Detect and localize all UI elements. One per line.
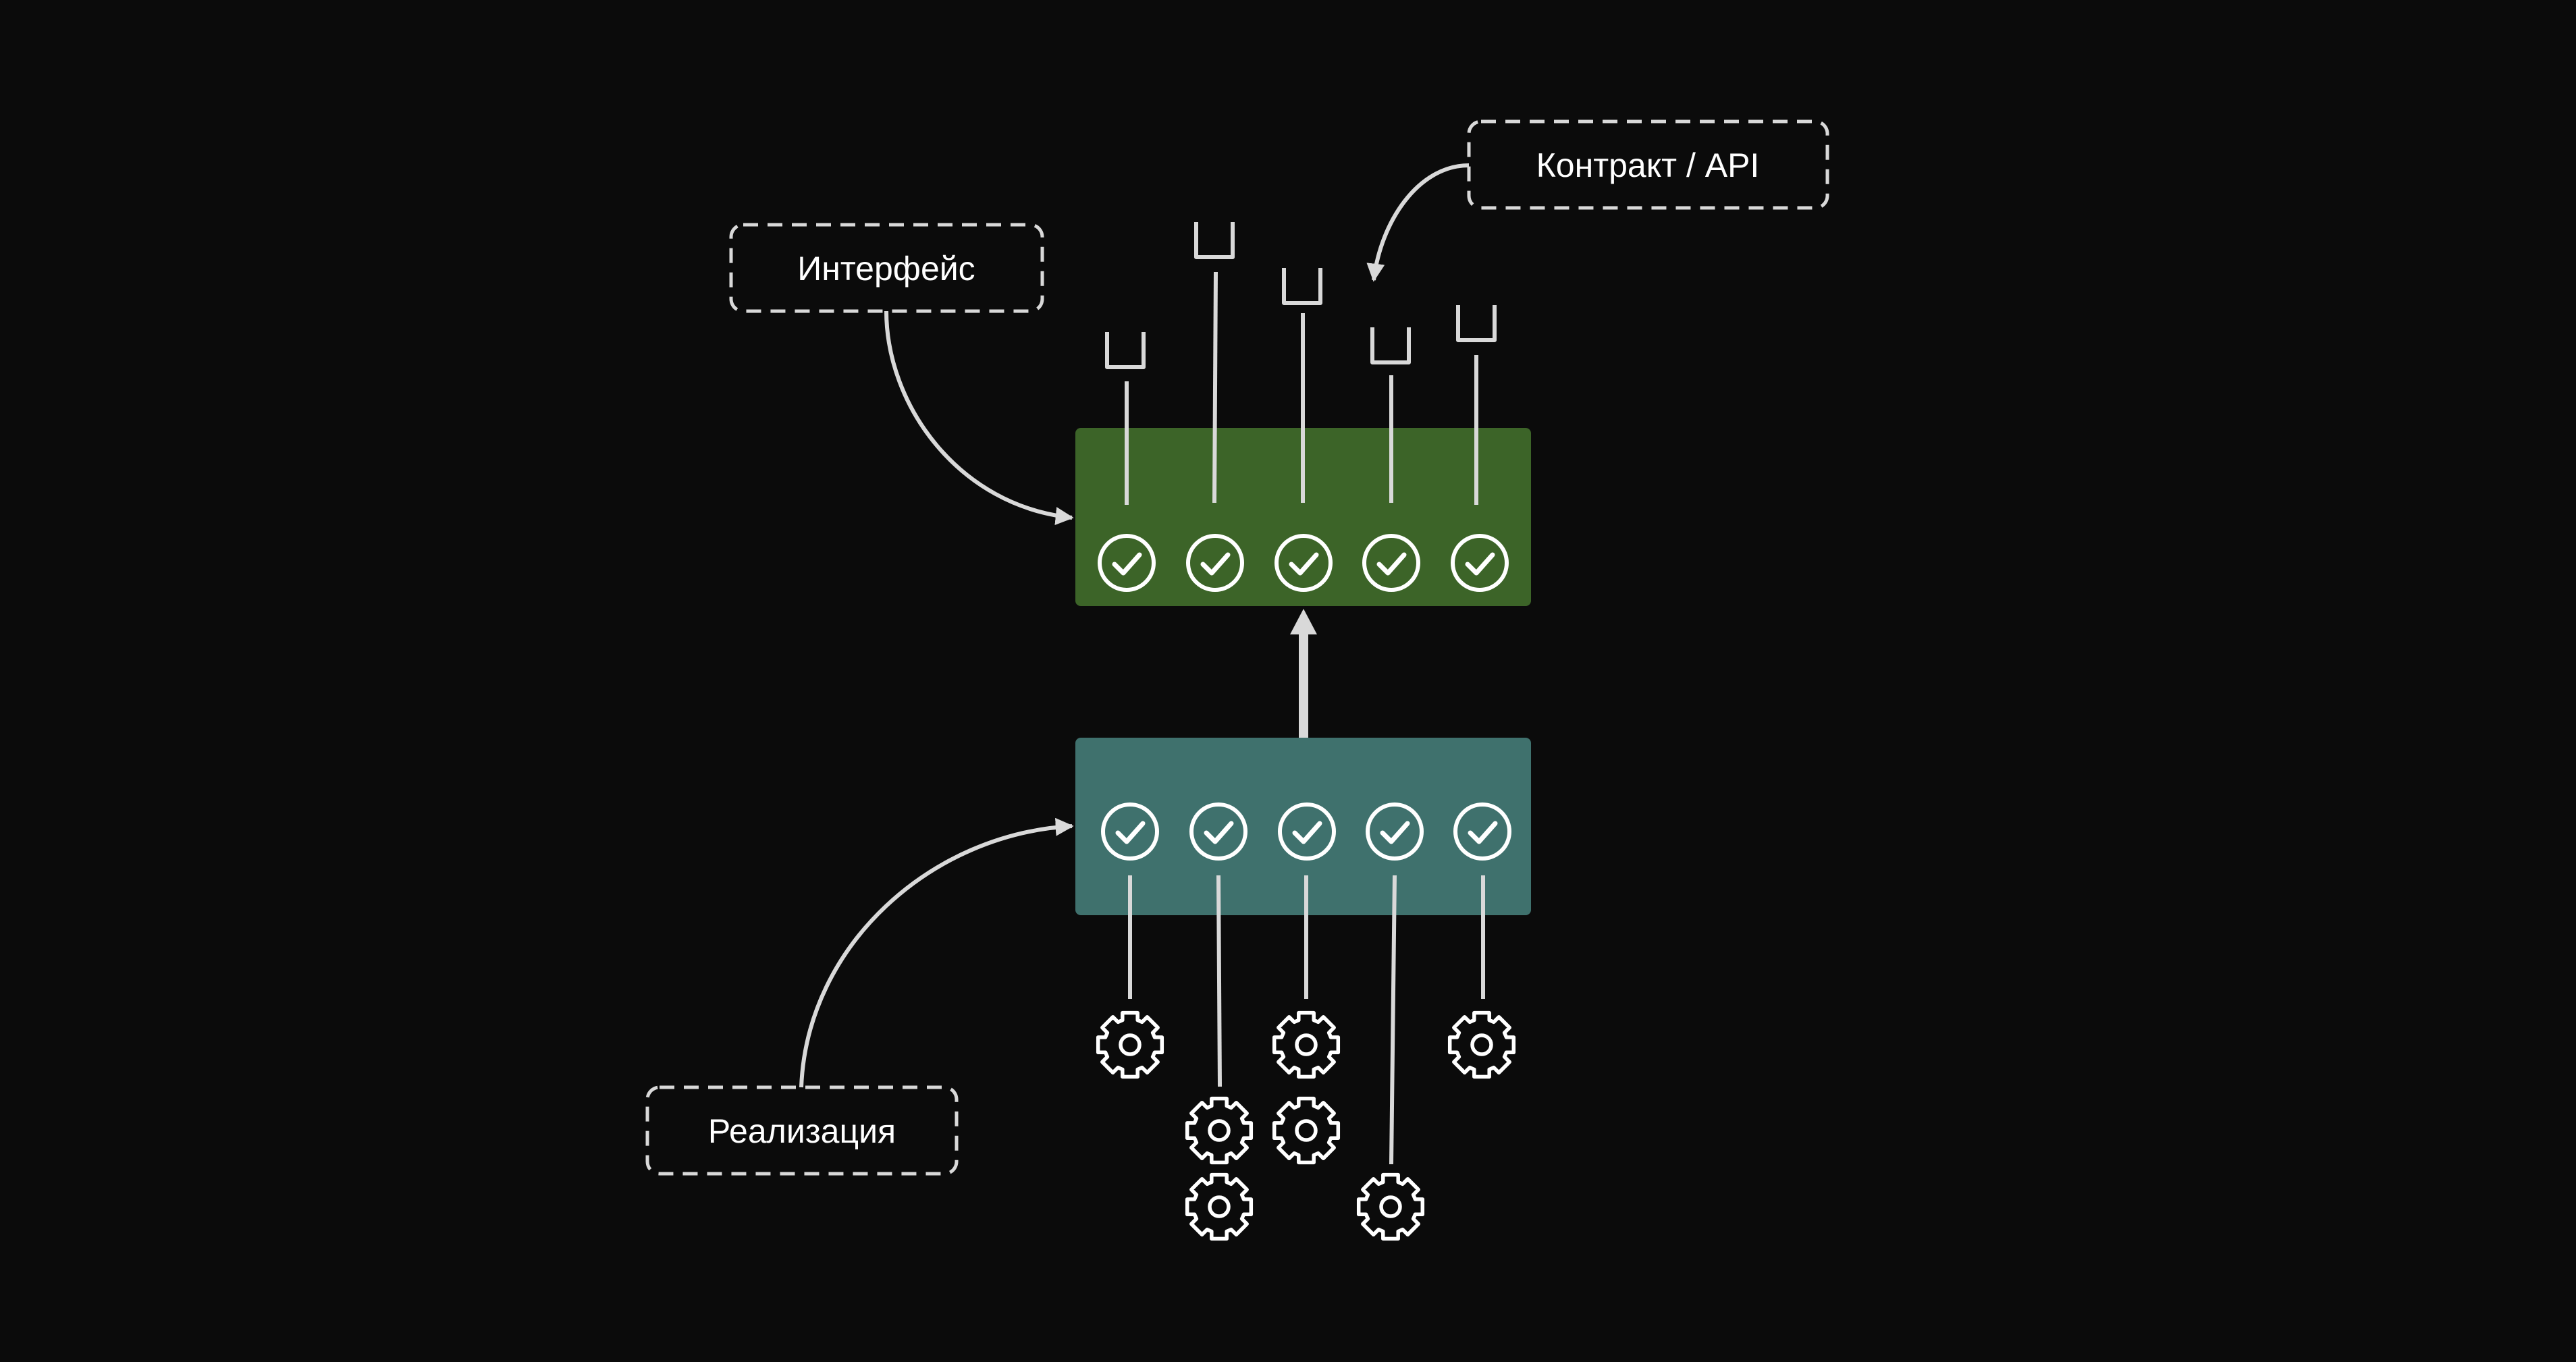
socket-5 (1458, 305, 1495, 505)
implements-arrow (1290, 609, 1317, 738)
socket-3 (1284, 268, 1320, 503)
interface-pointer (884, 310, 1074, 525)
socket-4 (1372, 327, 1409, 503)
gear-icon (1359, 1175, 1423, 1239)
gear-icon (1098, 1013, 1162, 1077)
implementation-callout: Реализация (645, 817, 1074, 1176)
gear-icon (1187, 1099, 1252, 1163)
socket-1 (1107, 332, 1144, 505)
interface-label: Интерфейс (797, 250, 975, 288)
socket-icon (1284, 268, 1320, 303)
socket-icon (1372, 327, 1409, 362)
gear-icon (1187, 1175, 1252, 1239)
socket-icon (1107, 332, 1144, 367)
contract-label: Контракт / API (1536, 146, 1760, 184)
gear-icon (1274, 1013, 1339, 1077)
interface-sockets (1107, 222, 1495, 505)
socket-icon (1196, 222, 1233, 257)
contract-pointer (1366, 163, 1470, 282)
socket-icon (1458, 305, 1495, 340)
implementation-block (1075, 738, 1531, 915)
contract-callout: Контракт / API (1366, 119, 1829, 282)
gear-icon (1274, 1099, 1339, 1163)
implementation-pointer (799, 817, 1074, 1088)
interface-callout: Интерфейс (729, 223, 1074, 525)
implementation-internals (1098, 875, 1514, 1238)
gear-icon (1450, 1013, 1514, 1077)
implementation-label: Реализация (708, 1112, 896, 1150)
socket-2 (1196, 222, 1233, 503)
